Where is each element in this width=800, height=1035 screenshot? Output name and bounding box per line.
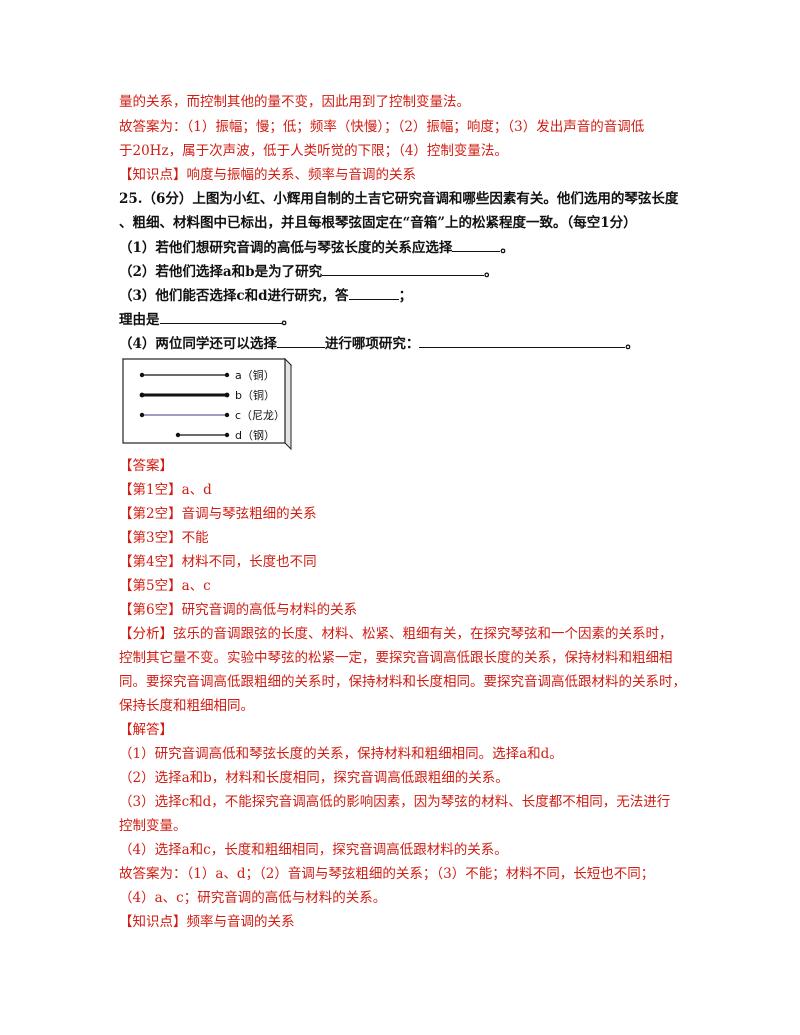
question-line-1: 25.（6分）上图为小红、小辉用自制的土吉它研究音调和哪些因素有关。他们选用的琴… xyxy=(119,191,679,207)
string-c-peg-left xyxy=(139,412,145,418)
knowledge-point-text: 响度与振幅的关系、频率与音调的关系 xyxy=(186,167,417,183)
string-d-peg-right xyxy=(224,432,230,438)
blank-answer: a、d xyxy=(181,482,212,498)
solution-heading: 【解答】 xyxy=(119,722,173,738)
solution-line-1: （1）研究音调高低和琴弦长度的关系，保持材料和粗细相同。选择a和d。 xyxy=(119,746,563,762)
answer-blank-6-row: 【第6空】研究音调的高低与材料的关系 xyxy=(119,600,357,620)
analysis-tag: 【分析】 xyxy=(119,626,173,642)
blank-tag: 【第1空】 xyxy=(119,482,182,498)
string-c-peg-right xyxy=(224,412,230,418)
string-b-label: b（铜） xyxy=(235,388,275,402)
blank-answer: 音调与琴弦粗细的关系 xyxy=(181,506,317,522)
string-d-label: d（钢） xyxy=(235,429,275,442)
question-part-4-text-b: 进行哪项研究： xyxy=(324,336,420,352)
answer-blank-4-row: 【第4空】材料不同，长度也不同 xyxy=(119,552,317,572)
question-part-2-text: （2）若他们选择a和b是为了研究 xyxy=(119,264,323,280)
blank-tag: 【第2空】 xyxy=(119,506,182,522)
blank-tag: 【第3空】 xyxy=(119,530,182,546)
string-a-label: a（铜） xyxy=(235,368,275,382)
guitar-strings-figure: a（铜） b（铜） c（尼龙） d（钢） xyxy=(121,357,293,451)
question-part-1-end: 。 xyxy=(500,240,514,256)
blank-tag: 【第6空】 xyxy=(119,602,182,618)
knowledge-point-tag: 【知识点】 xyxy=(119,167,187,183)
question-part-3: （3）他们能否选择c和d进行研究，答 ； xyxy=(119,285,412,306)
question-reason: 理由是 。 xyxy=(119,309,295,330)
knowledge-point-text: 频率与音调的关系 xyxy=(186,914,295,930)
string-c-label: c（尼龙） xyxy=(235,409,285,422)
blank-answer: 研究音调的高低与材料的关系 xyxy=(181,602,358,618)
answer-blank-3-row: 【第3空】不能 xyxy=(119,528,209,548)
answer-blank-6 xyxy=(419,333,626,348)
solution-line-5: （4）选择a和c，长度和粗细相同，探究音调高低跟材料的关系。 xyxy=(119,842,508,858)
question-part-3-text: （3）他们能否选择c和d进行研究，答 xyxy=(119,288,349,304)
answer-heading: 【答案】 xyxy=(119,458,173,474)
blank-tag: 【第5空】 xyxy=(119,578,182,594)
string-a-peg-left xyxy=(139,372,145,378)
solution-line-4: 控制变量。 xyxy=(119,818,187,834)
question-part-4-end: 。 xyxy=(625,336,639,352)
blank-tag: 【第4空】 xyxy=(119,554,182,570)
blank-answer: a、c xyxy=(181,578,211,594)
intro-line-3: 于20Hz，属于次声波，低于人类听觉的下限；（4）控制变量法。 xyxy=(119,143,508,159)
answer-blank-4 xyxy=(159,309,282,324)
question-part-1: （1）若他们想研究音调的高低与琴弦长度的关系应选择 。 xyxy=(119,237,514,258)
analysis-line-1: 【分析】弦乐的音调跟弦的长度、材料、松紧、粗细有关，在探究琴弦和一个因素的关系时… xyxy=(119,624,673,644)
answer-blank-3 xyxy=(348,285,399,300)
question-part-4-text-a: （4）两位同学还可以选择 xyxy=(119,336,277,352)
analysis-text: 弦乐的音调跟弦的长度、材料、松紧、粗细有关，在探究琴弦和一个因素的关系时， xyxy=(173,626,673,642)
answer-blank-1-row: 【第1空】a、d xyxy=(119,480,212,500)
intro-line-2: 故答案为：（1）振幅；慢；低；频率（快慢）；（2）振幅；响度；（3）发出声音的音… xyxy=(119,119,645,135)
knowledge-point-tag: 【知识点】 xyxy=(119,914,187,930)
solution-line-3: （3）选择c和d，不能探究音调高低的影响因素，因为琴弦的材料、长度都不相同，无法… xyxy=(119,794,671,810)
solution-line-2: （2）选择a和b，材料和长度相同，探究音调高低跟粗细的关系。 xyxy=(119,770,509,786)
solution-line-7: （4）a、c；研究音调的高低与材料的关系。 xyxy=(119,890,387,906)
string-a-peg-right xyxy=(224,372,230,378)
string-b-peg-right xyxy=(224,392,230,398)
soundbox-front xyxy=(122,358,286,444)
question-part-4: （4）两位同学还可以选择 进行哪项研究： 。 xyxy=(119,333,639,354)
question-part-1-text: （1）若他们想研究音调的高低与琴弦长度的关系应选择 xyxy=(119,240,453,256)
blank-answer: 材料不同，长度也不同 xyxy=(181,554,317,570)
question-reason-end: 。 xyxy=(281,312,296,328)
analysis-line-2: 控制其它量不变。实验中琴弦的松紧一定，要探究音调高低跟长度的关系，保持材料和粗细… xyxy=(119,650,673,666)
answer-blank-5 xyxy=(276,333,325,348)
question-part-3-end: ； xyxy=(398,288,413,304)
question-part-2-end: 。 xyxy=(484,264,498,280)
answer-blank-2-row: 【第2空】音调与琴弦粗细的关系 xyxy=(119,504,317,524)
knowledge-point-2: 【知识点】频率与音调的关系 xyxy=(119,912,295,932)
intro-line-1: 量的关系，而控制其他的量不变，因此用到了控制变量法。 xyxy=(119,94,470,110)
analysis-line-3: 同。要探究音调高低跟粗细的关系时，保持材料和长度相同。要探究音调高低跟材料的关系… xyxy=(119,674,686,690)
blank-answer: 不能 xyxy=(181,530,209,546)
answer-blank-1 xyxy=(452,237,501,252)
question-part-2: （2）若他们选择a和b是为了研究 。 xyxy=(119,261,498,282)
string-b-peg-left xyxy=(139,392,145,398)
string-d-peg-left xyxy=(175,432,181,438)
analysis-line-4: 保持长度和粗细相同。 xyxy=(119,698,254,714)
question-reason-text: 理由是 xyxy=(119,312,160,328)
knowledge-point-1: 【知识点】响度与振幅的关系、频率与音调的关系 xyxy=(119,165,416,185)
question-line-2: 、粗细、材料图中已标出，并且每根琴弦固定在“音箱”上的松紧程度一致。（每空1分） xyxy=(119,215,637,231)
soundbox-side xyxy=(284,357,292,451)
solution-line-6: 故答案为：（1）a、d；（2）音调与琴弦粗细的关系；（3）不能；材料不同，长短也… xyxy=(119,866,655,882)
answer-blank-2 xyxy=(322,261,485,276)
answer-blank-5-row: 【第5空】a、c xyxy=(119,576,211,596)
